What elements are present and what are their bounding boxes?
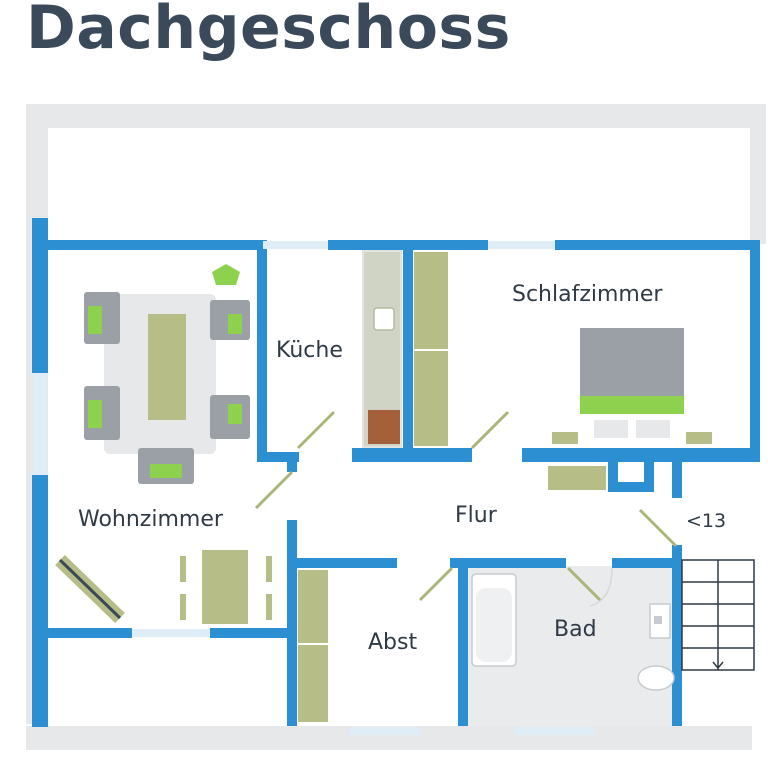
room-label-schlafzimmer: Schlafzimmer <box>512 282 663 307</box>
dining-set <box>84 264 250 484</box>
room-label-abst: Abst <box>368 630 417 655</box>
living-furniture <box>55 550 272 624</box>
room-label-kueche: Küche <box>276 338 343 363</box>
walls <box>32 218 760 727</box>
kitchen-counter <box>362 250 402 448</box>
page-title: Dachgeschoss <box>26 0 511 63</box>
wardrobe <box>414 252 448 446</box>
room-label-wohnzimmer: Wohnzimmer <box>78 507 224 532</box>
storage-shelf <box>298 570 328 722</box>
stairs-step-count: <13 <box>686 510 726 532</box>
windows <box>33 241 595 735</box>
door-swings <box>254 410 678 602</box>
bed <box>548 328 712 490</box>
bathroom-fixtures <box>471 567 675 691</box>
room-label-bad: Bad <box>554 617 597 642</box>
room-label-flur: Flur <box>455 503 498 528</box>
stairs <box>681 559 755 671</box>
bottom-left-floor <box>48 636 288 726</box>
